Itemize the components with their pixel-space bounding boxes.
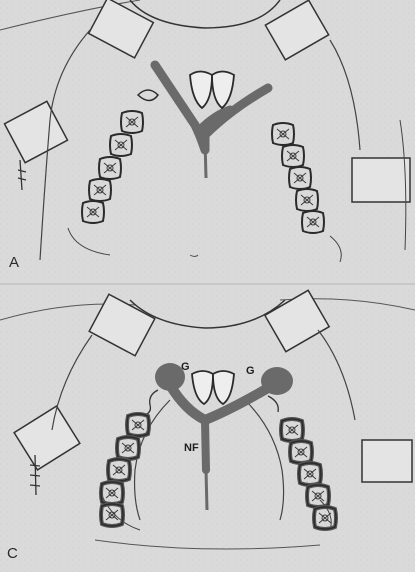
retractor-block <box>362 440 412 482</box>
annotation-gingiva-left: G <box>181 361 190 373</box>
panel-label-c: C <box>7 545 18 562</box>
retractor-block <box>352 158 410 202</box>
panel-label-a: A <box>9 254 19 271</box>
annotation-nf: NF <box>184 442 199 454</box>
annotation-gingiva-right: G <box>246 365 255 377</box>
